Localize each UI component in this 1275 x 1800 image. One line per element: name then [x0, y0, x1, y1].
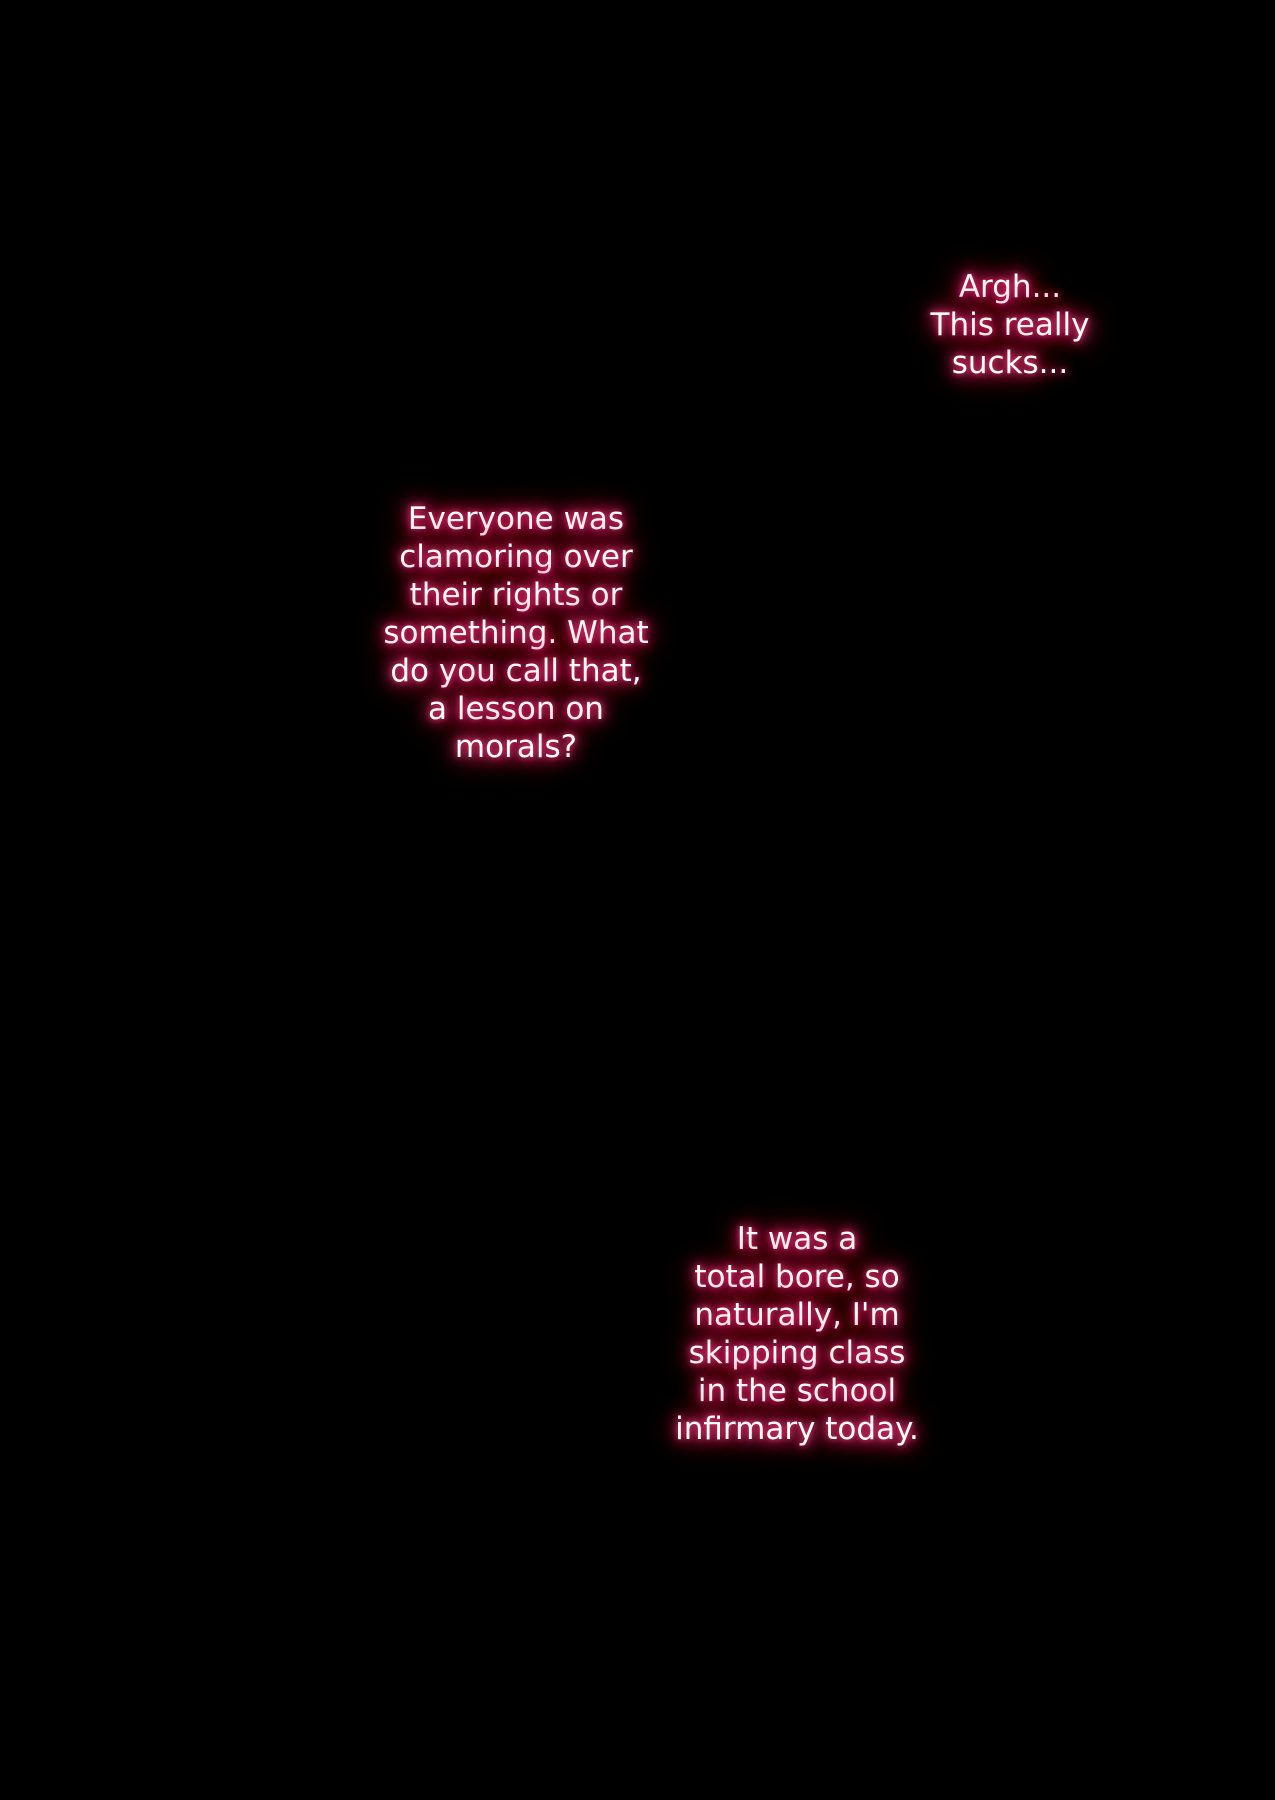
- caption-line: Everyone was: [407, 501, 625, 537]
- caption-line: This really: [930, 307, 1090, 343]
- caption-line: morals?: [454, 729, 578, 765]
- caption-line: skipping class: [688, 1335, 906, 1371]
- caption-line: clamoring over: [399, 539, 633, 575]
- caption-line: Argh...: [958, 269, 1062, 305]
- caption-line: something. What: [383, 615, 649, 651]
- caption-line: naturally, I'm: [694, 1297, 900, 1333]
- caption-line: infirmary today.: [675, 1411, 919, 1447]
- caption-line: sucks...: [951, 345, 1069, 381]
- caption-line: a lesson on: [428, 691, 604, 727]
- caption-line: It was a: [736, 1221, 858, 1257]
- caption-line: total bore, so: [694, 1259, 900, 1295]
- caption-argh: Argh... This really sucks...: [931, 268, 1090, 382]
- caption-line: in the school: [697, 1373, 897, 1409]
- caption-total-bore: It was a total bore, so naturally, I'm s…: [675, 1220, 919, 1448]
- caption-line: their rights or: [409, 577, 623, 613]
- caption-everyone: Everyone was clamoring over their rights…: [383, 500, 648, 766]
- caption-line: do you call that,: [390, 653, 642, 689]
